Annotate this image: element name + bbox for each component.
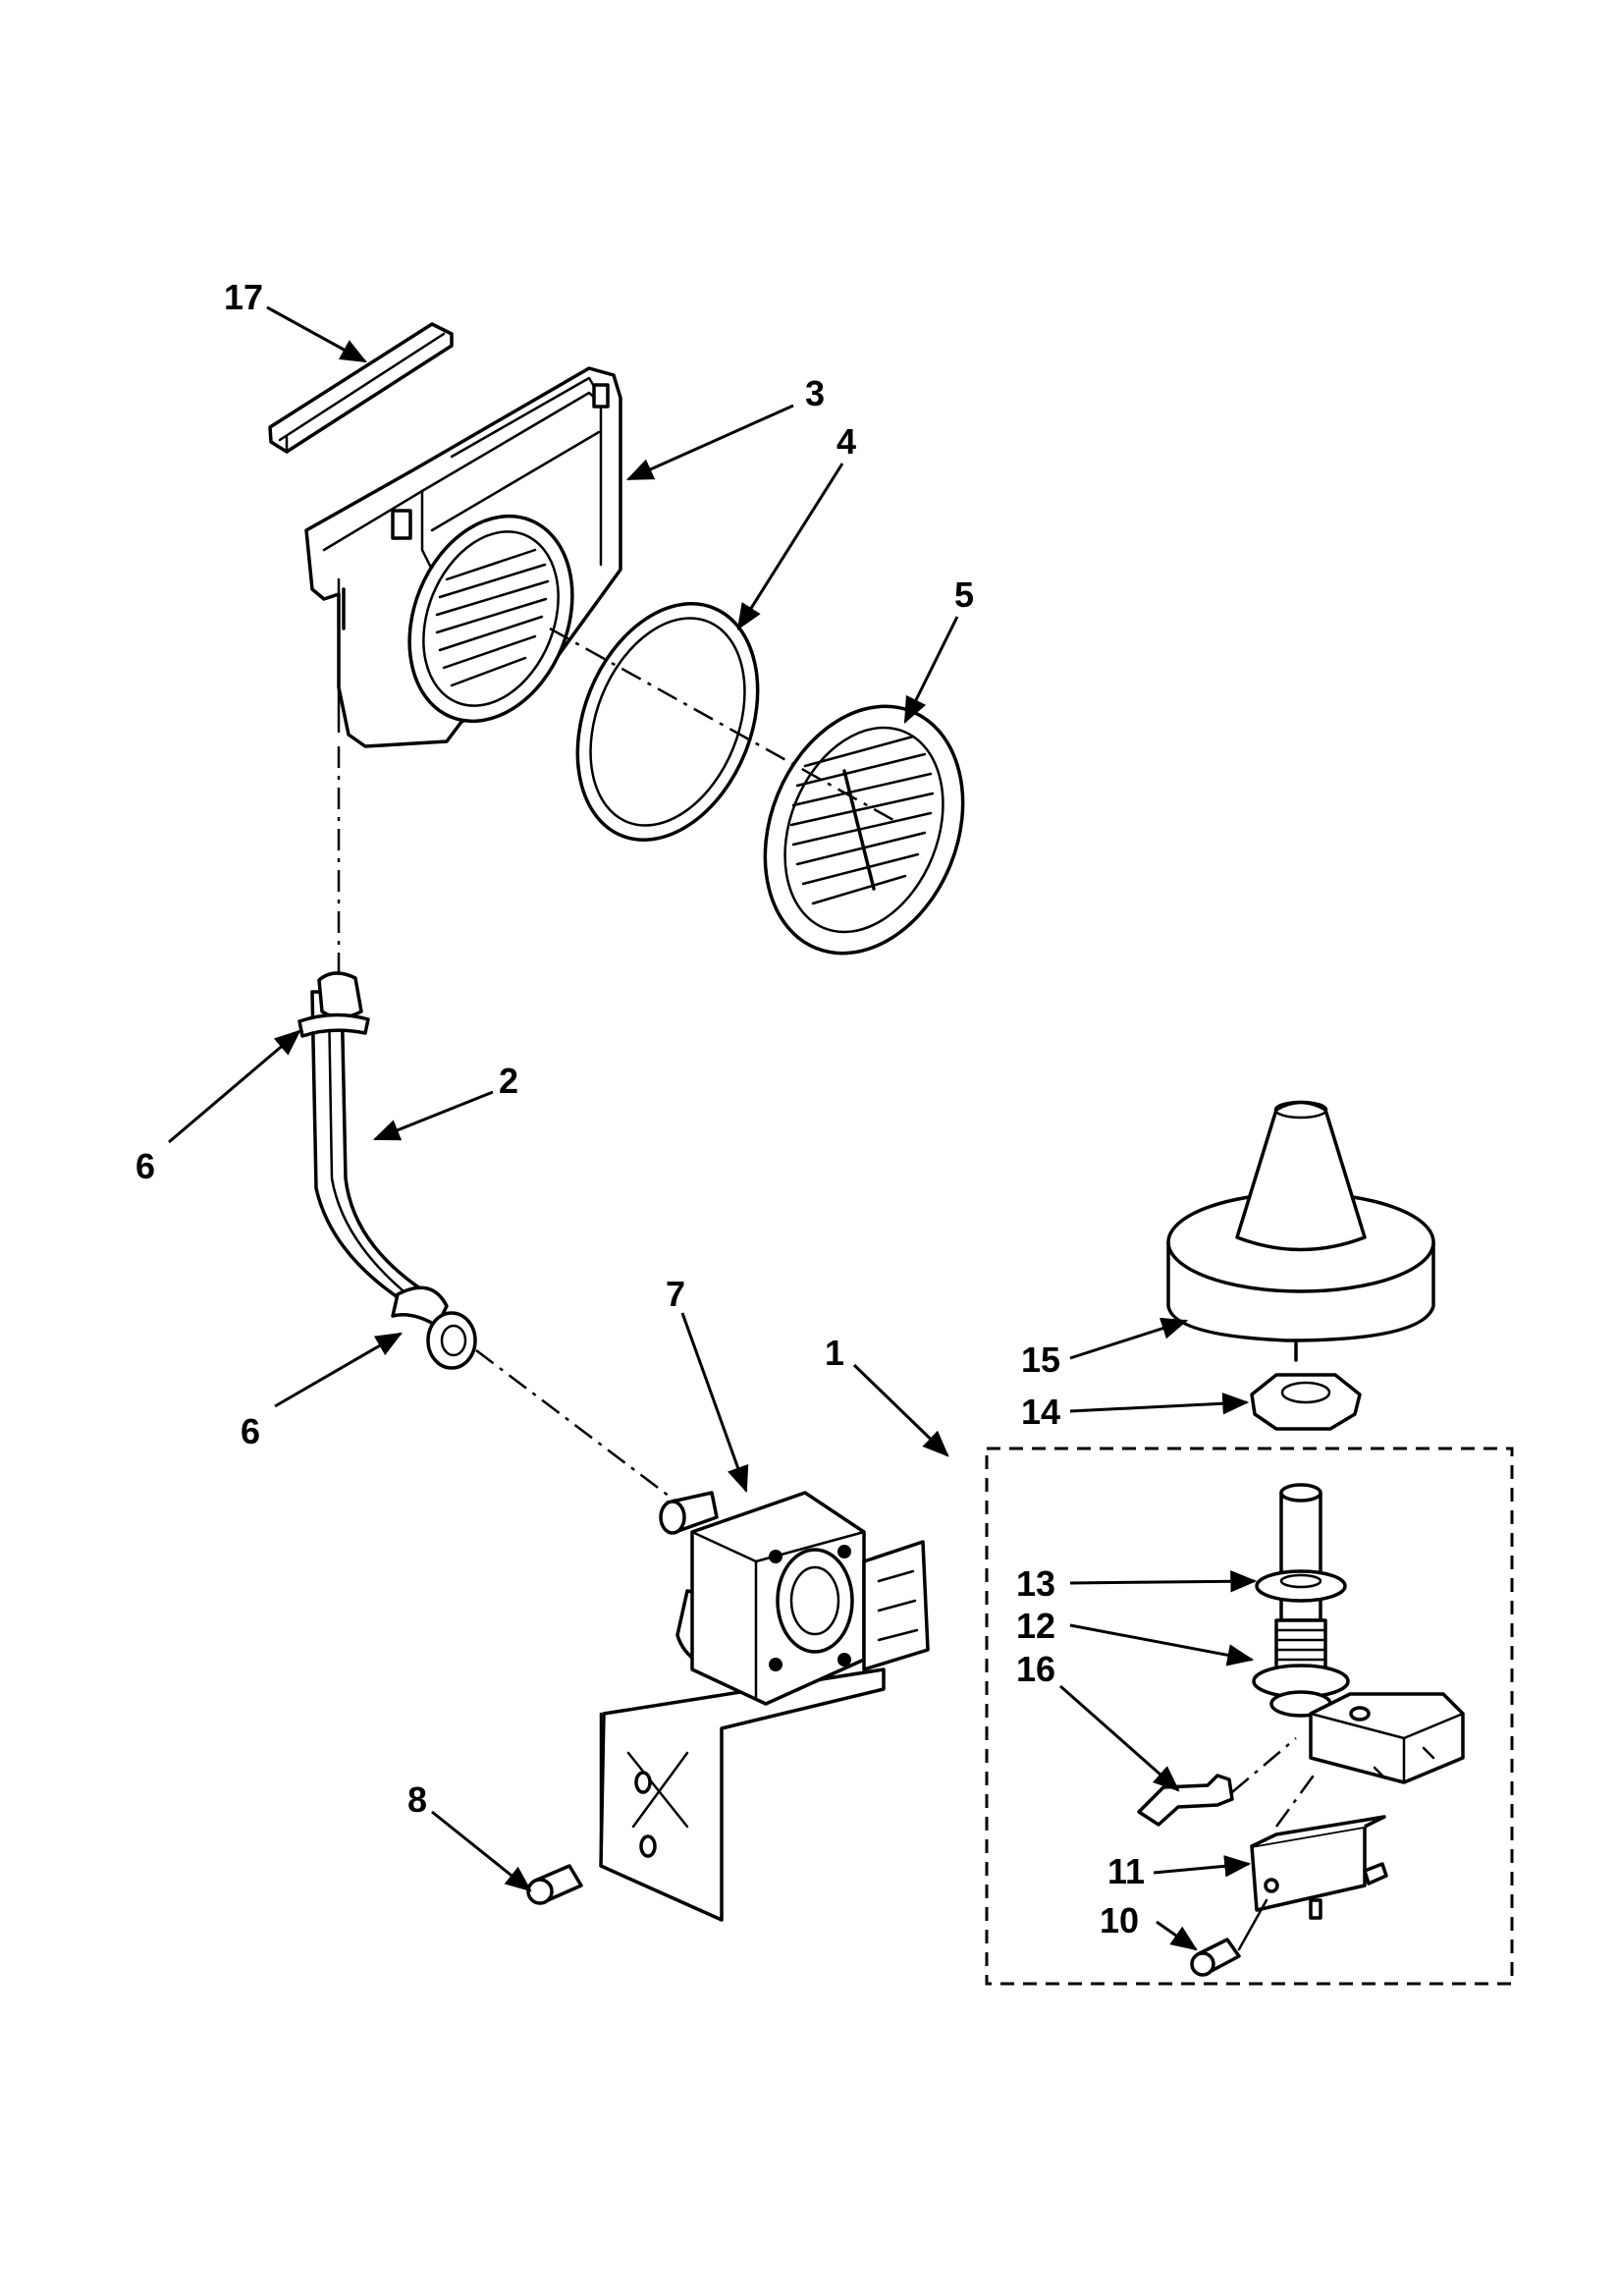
callout-6b: 6 <box>241 1411 260 1451</box>
leader-16 <box>1059 1684 1180 1792</box>
leader-8 <box>431 1810 532 1892</box>
part-15-float-cap <box>1166 1100 1435 1362</box>
assembly-axis-switch <box>1274 1772 1318 1828</box>
leader-4 <box>736 463 844 630</box>
part-10-screw <box>1190 1898 1268 1977</box>
part-14-hex-nut <box>1250 1373 1362 1431</box>
part-3-vent-housing <box>304 366 622 748</box>
leader-3 <box>625 404 794 481</box>
callout-15: 15 <box>1021 1339 1060 1380</box>
leader-6a <box>168 1029 301 1144</box>
leader-14 <box>1069 1392 1250 1415</box>
leader-2 <box>372 1090 494 1141</box>
callout-5: 5 <box>954 574 974 615</box>
leader-1 <box>852 1363 949 1457</box>
assembly-axis-vent <box>549 627 894 822</box>
assembly-axis-actuator <box>1231 1737 1297 1793</box>
callout-12: 12 <box>1016 1606 1055 1646</box>
leader-5 <box>903 616 959 725</box>
switch-bracket <box>1309 1692 1465 1784</box>
part-7-valve-assembly <box>599 1491 930 1922</box>
callout-17: 17 <box>224 277 263 317</box>
callout-10: 10 <box>1100 1900 1139 1941</box>
housing-grille-slats <box>435 548 550 687</box>
callout-8: 8 <box>407 1779 427 1820</box>
leader-15 <box>1069 1317 1189 1360</box>
callout-3: 3 <box>805 373 825 413</box>
part-17-trim-strip <box>268 322 454 454</box>
part-8-screw <box>526 1864 583 1905</box>
grille-slats <box>789 735 935 905</box>
leader-12 <box>1069 1623 1255 1667</box>
callout-13: 13 <box>1016 1563 1055 1604</box>
leader-6b <box>274 1332 403 1408</box>
leader-13 <box>1069 1570 1258 1593</box>
callout-4: 4 <box>836 421 856 462</box>
leader-10 <box>1156 1920 1198 1951</box>
leader-lines <box>168 305 1258 1951</box>
callout-2: 2 <box>499 1061 518 1101</box>
part-6-lower-clamp <box>391 1285 477 1370</box>
leader-7 <box>680 1312 749 1494</box>
part-1-group-box <box>985 1447 1514 1986</box>
assembly-axis-valve <box>475 1349 678 1503</box>
part-6-upper-clamp <box>297 1012 370 1038</box>
callout-16: 16 <box>1016 1649 1055 1689</box>
callout-14: 14 <box>1021 1392 1060 1432</box>
callout-7: 7 <box>666 1274 685 1314</box>
part-5-front-grille <box>763 704 965 956</box>
callout-labels: 17 3 4 5 6 2 6 7 8 1 15 14 13 12 16 11 1… <box>135 277 1145 1941</box>
part-13-washer-and-stem <box>1255 1483 1347 1622</box>
leader-17 <box>266 305 367 363</box>
part-16-actuator-arm <box>1137 1774 1234 1827</box>
callout-11: 11 <box>1107 1851 1145 1891</box>
callout-1: 1 <box>825 1333 844 1373</box>
callout-6a: 6 <box>135 1146 155 1186</box>
part-11-micro-switch <box>1250 1815 1388 1920</box>
part-4-gasket-ring <box>575 602 760 842</box>
leader-11 <box>1153 1855 1252 1878</box>
